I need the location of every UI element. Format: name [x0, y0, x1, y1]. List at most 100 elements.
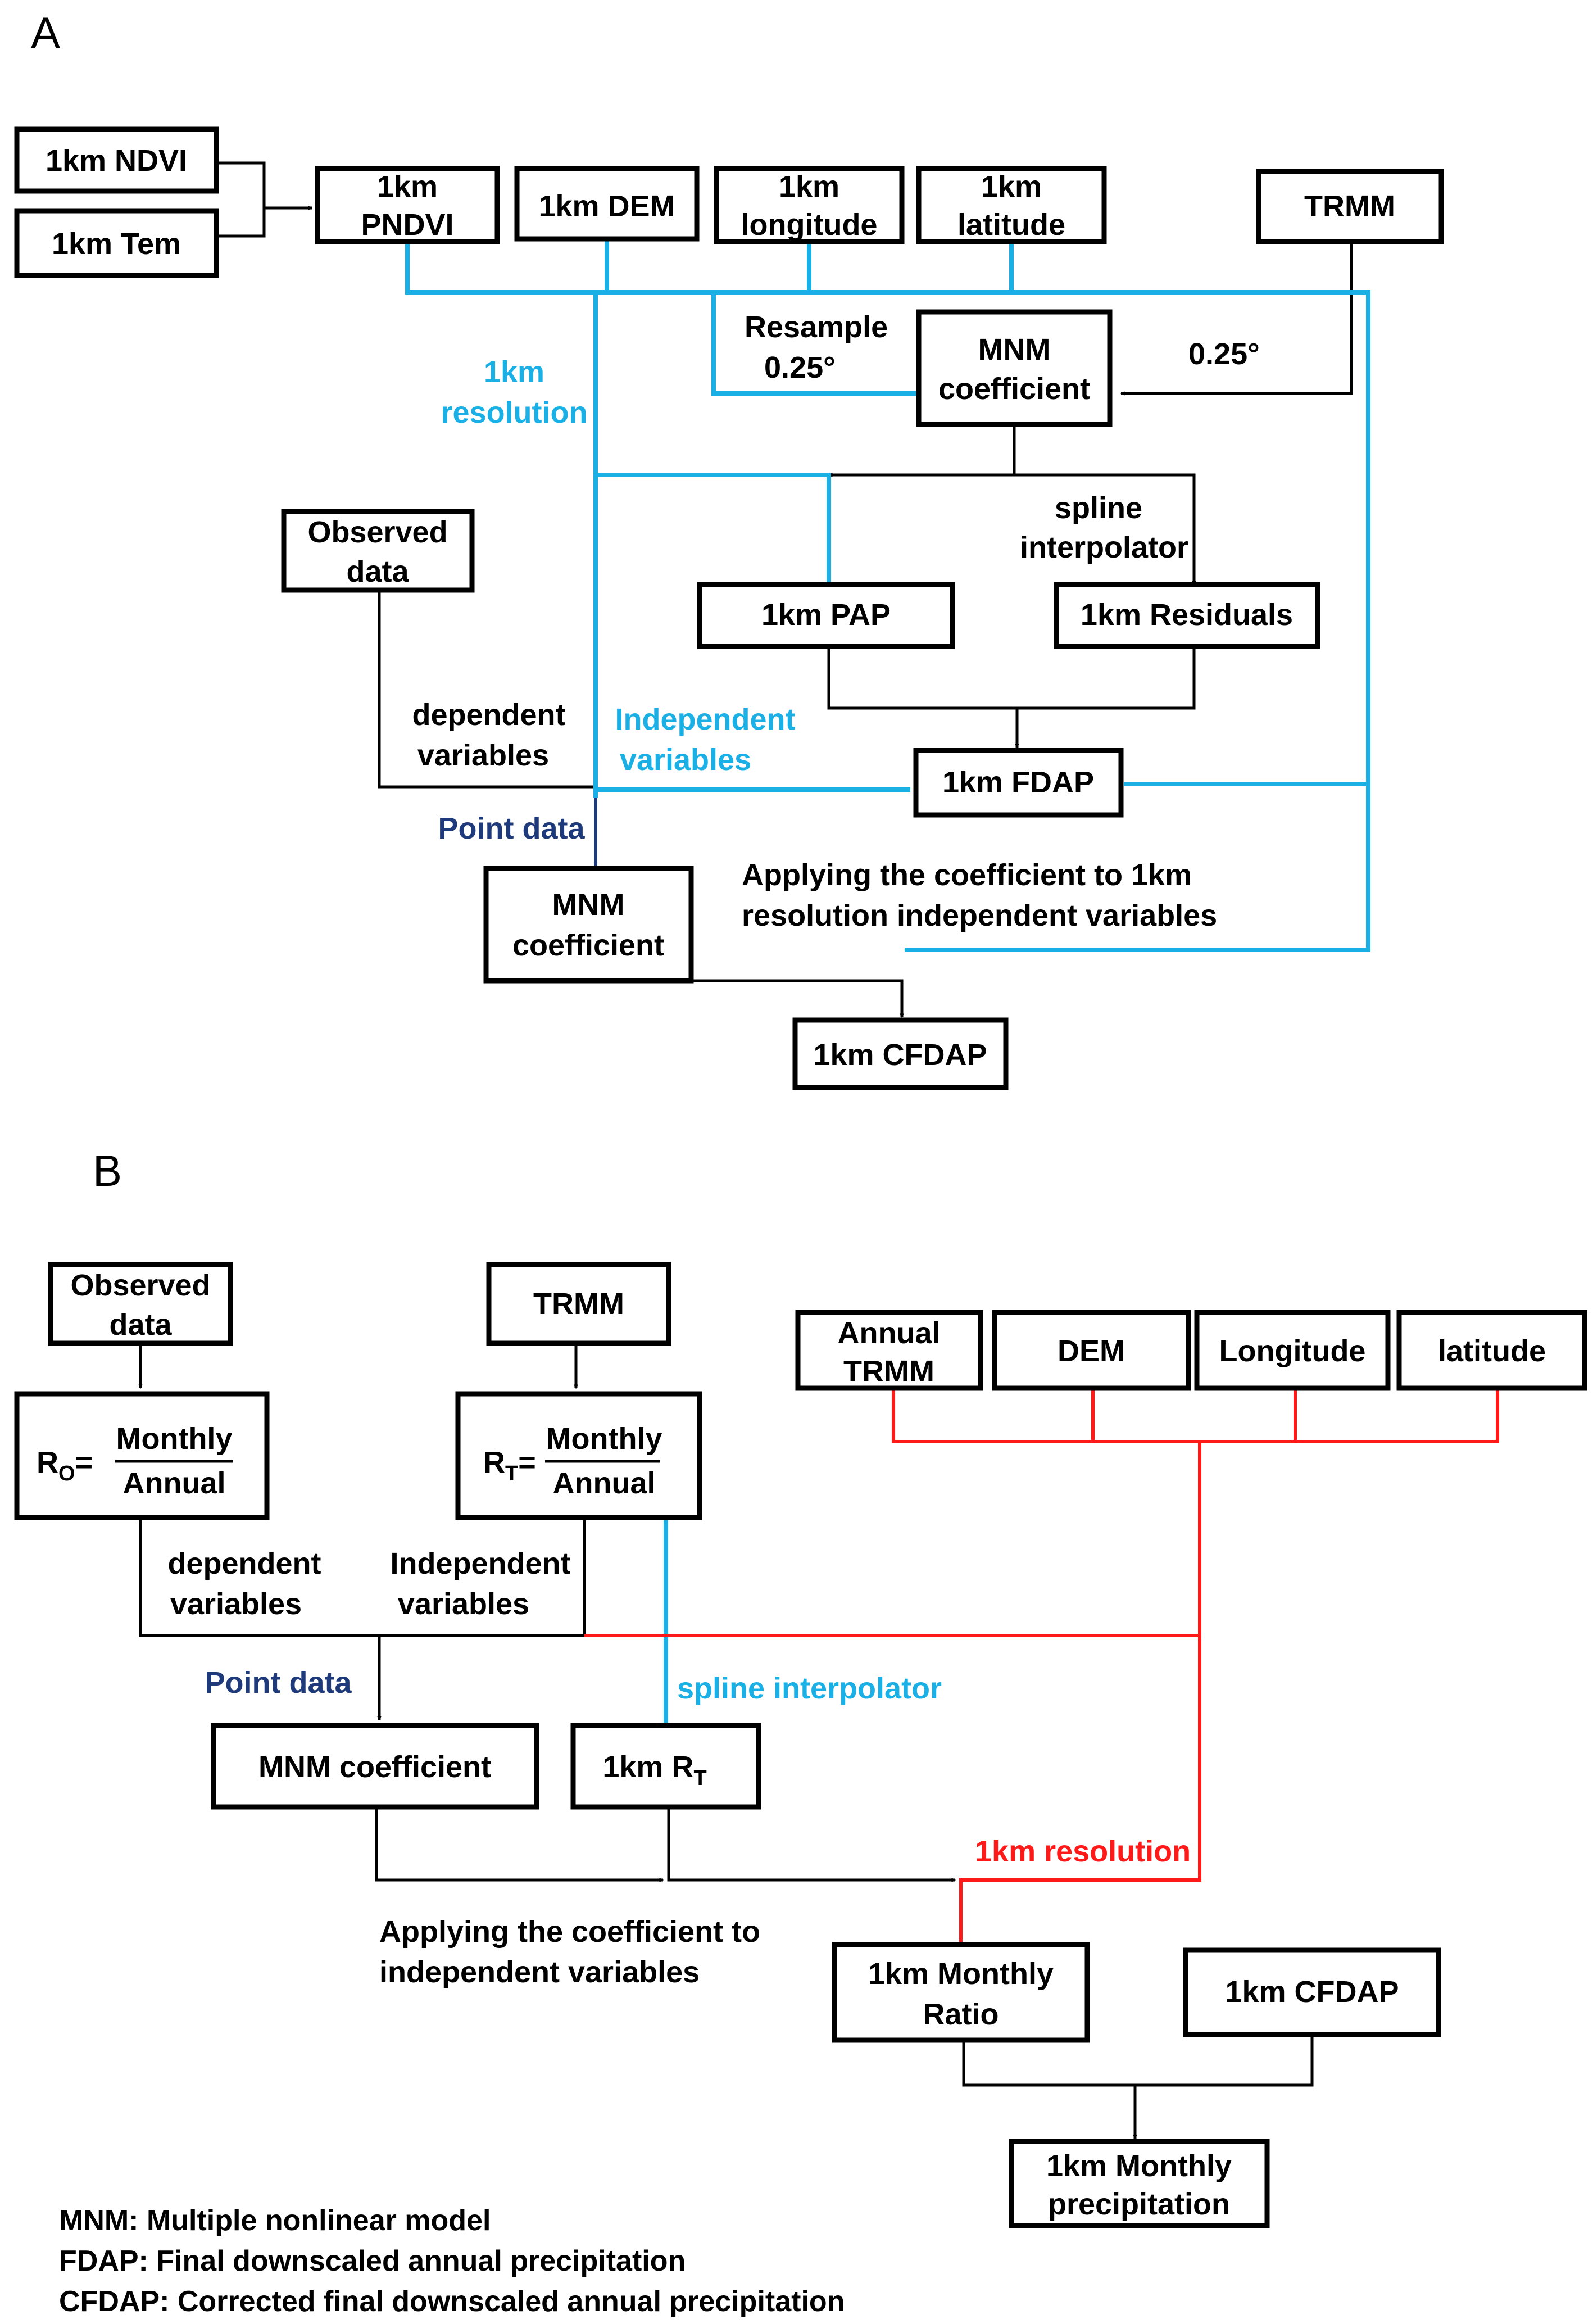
- box-1km-fdap: 1km FDAP: [913, 748, 1124, 818]
- svg-text:coefficient: coefficient: [938, 372, 1090, 406]
- box-mnm-coefficient-b: MNM coefficient: [211, 1723, 539, 1810]
- svg-text:Observed: Observed: [70, 1269, 210, 1302]
- svg-text:longitude: longitude: [741, 208, 878, 242]
- svg-text:MNM: MNM: [552, 888, 625, 922]
- svg-text:1km CFDAP: 1km CFDAP: [813, 1038, 987, 1072]
- svg-text:Annual: Annual: [838, 1316, 941, 1350]
- label-applying-a-line1: Applying the coefficient to 1km: [742, 858, 1192, 892]
- box-1km-monthly-ratio: 1km Monthly Ratio: [832, 1942, 1090, 2043]
- label-dependent-b: dependent: [167, 1547, 321, 1580]
- svg-text:Ratio: Ratio: [923, 1997, 999, 2031]
- label-dependent-variables-b: variables: [170, 1587, 302, 1621]
- svg-text:1km Monthly: 1km Monthly: [868, 1957, 1054, 1991]
- svg-text:RT=: RT=: [483, 1446, 536, 1485]
- svg-text:Annual: Annual: [123, 1466, 226, 1500]
- label-interpolator-a: interpolator: [1020, 531, 1188, 564]
- box-mnm-coefficient-top: MNM coefficient: [916, 309, 1113, 427]
- label-point-data-b: Point data: [205, 1666, 352, 1700]
- box-mnm-coefficient-bottom: MNM coefficient: [483, 866, 694, 984]
- svg-text:TRMM: TRMM: [843, 1354, 934, 1388]
- svg-text:coefficient: coefficient: [512, 928, 664, 962]
- panel-b-black-connectors: [140, 1343, 1314, 2139]
- panel-b-label: B: [93, 1146, 122, 1195]
- svg-text:Monthly: Monthly: [546, 1422, 662, 1456]
- svg-text:data: data: [346, 555, 409, 588]
- box-trmm-b: TRMM: [486, 1262, 671, 1346]
- box-1km-tem: 1km Tem: [14, 208, 219, 278]
- box-1km-ndvi: 1km NDVI: [14, 126, 219, 194]
- svg-text:TRMM: TRMM: [1304, 189, 1395, 223]
- svg-text:1km: 1km: [981, 170, 1042, 203]
- box-1km-latitude: 1km latitude: [916, 166, 1107, 244]
- svg-text:1km DEM: 1km DEM: [538, 189, 675, 223]
- label-independent-a: Independent: [615, 703, 796, 736]
- label-independent-variables-b: variables: [398, 1587, 529, 1621]
- label-point-data-a: Point data: [438, 812, 585, 845]
- label-spline-a: spline: [1055, 491, 1142, 525]
- label-applying-a-line2: resolution independent variables: [742, 899, 1217, 932]
- box-1km-cfdap-b: 1km CFDAP: [1183, 1947, 1441, 2037]
- svg-text:1km RT: 1km RT: [602, 1750, 706, 1790]
- svg-text:1km FDAP: 1km FDAP: [942, 765, 1094, 799]
- svg-text:MNM coefficient: MNM coefficient: [258, 1750, 491, 1784]
- label-dependent-a: dependent: [412, 698, 565, 732]
- label-resample: Resample: [745, 310, 888, 344]
- svg-text:1km Tem: 1km Tem: [52, 227, 181, 261]
- legend-mnm: MNM: Multiple nonlinear model: [59, 2204, 491, 2237]
- box-latitude-b: latitude: [1396, 1310, 1587, 1391]
- svg-text:1km CFDAP: 1km CFDAP: [1225, 1975, 1399, 2009]
- box-1km-pap: 1km PAP: [697, 582, 955, 649]
- box-observed-data-a: Observed data: [281, 509, 475, 593]
- label-resample-deg: 0.25°: [764, 351, 836, 384]
- box-ro-ratio: RO= Monthly Annual: [14, 1391, 270, 1520]
- box-1km-rt: 1km RT: [570, 1723, 761, 1810]
- legend-fdap: FDAP: Final downscaled annual precipitat…: [59, 2245, 686, 2277]
- svg-text:latitude: latitude: [957, 208, 1065, 242]
- svg-text:Longitude: Longitude: [1219, 1334, 1366, 1368]
- svg-text:precipitation: precipitation: [1048, 2187, 1230, 2221]
- svg-text:MNM: MNM: [978, 333, 1051, 366]
- svg-text:Observed: Observed: [307, 515, 447, 549]
- panel-b-red-connectors: [584, 1388, 1499, 1942]
- box-observed-data-b: Observed data: [48, 1262, 233, 1346]
- legend-cfdap: CFDAP: Corrected final downscaled annual…: [59, 2285, 845, 2318]
- box-1km-dem: 1km DEM: [514, 166, 700, 242]
- svg-text:RO=: RO=: [37, 1446, 93, 1485]
- box-1km-cfdap-a: 1km CFDAP: [792, 1017, 1009, 1090]
- panel-a-blue-connectors: [405, 239, 1370, 952]
- svg-text:1km Monthly: 1km Monthly: [1046, 2149, 1232, 2183]
- svg-text:DEM: DEM: [1058, 1334, 1125, 1368]
- box-1km-monthly-precipitation: 1km Monthly precipitation: [1009, 2139, 1270, 2228]
- label-1km-resolution-b: 1km resolution: [975, 1834, 1191, 1868]
- svg-text:1km PAP: 1km PAP: [761, 598, 891, 632]
- label-independent-variables-a: variables: [620, 743, 751, 777]
- label-1km-resolution-a: 1km: [484, 355, 544, 389]
- box-longitude-b: Longitude: [1194, 1310, 1391, 1391]
- svg-text:PNDVI: PNDVI: [361, 208, 453, 242]
- svg-text:data: data: [109, 1308, 172, 1342]
- svg-text:1km: 1km: [779, 170, 839, 203]
- box-dem-b: DEM: [992, 1310, 1191, 1391]
- box-1km-pndvi: 1km PNDVI: [315, 166, 500, 244]
- svg-text:Monthly: Monthly: [116, 1422, 233, 1456]
- box-annual-trmm: Annual TRMM: [795, 1310, 983, 1391]
- svg-text:1km NDVI: 1km NDVI: [46, 144, 187, 178]
- box-trmm-a: TRMM: [1256, 169, 1444, 244]
- svg-text:Annual: Annual: [553, 1466, 656, 1500]
- svg-text:1km Residuals: 1km Residuals: [1081, 598, 1293, 632]
- label-resolution-a: resolution: [441, 396, 587, 429]
- abbreviation-legend: MNM: Multiple nonlinear model FDAP: Fina…: [59, 2204, 845, 2318]
- svg-text:1km: 1km: [377, 170, 438, 203]
- label-025-deg: 0.25°: [1188, 337, 1260, 371]
- box-1km-residuals: 1km Residuals: [1054, 582, 1320, 649]
- svg-text:TRMM: TRMM: [533, 1287, 624, 1321]
- label-applying-b-line1: Applying the coefficient to: [379, 1915, 760, 1949]
- box-1km-longitude: 1km longitude: [714, 166, 905, 244]
- label-spline-interpolator-b: spline interpolator: [677, 1671, 942, 1705]
- panel-a-label: A: [31, 8, 60, 57]
- label-independent-b: Independent: [391, 1547, 571, 1580]
- box-rt-ratio: RT= Monthly Annual: [455, 1391, 702, 1520]
- label-dependent-variables-a: variables: [417, 739, 549, 772]
- label-applying-b-line2: independent variables: [379, 1955, 700, 1989]
